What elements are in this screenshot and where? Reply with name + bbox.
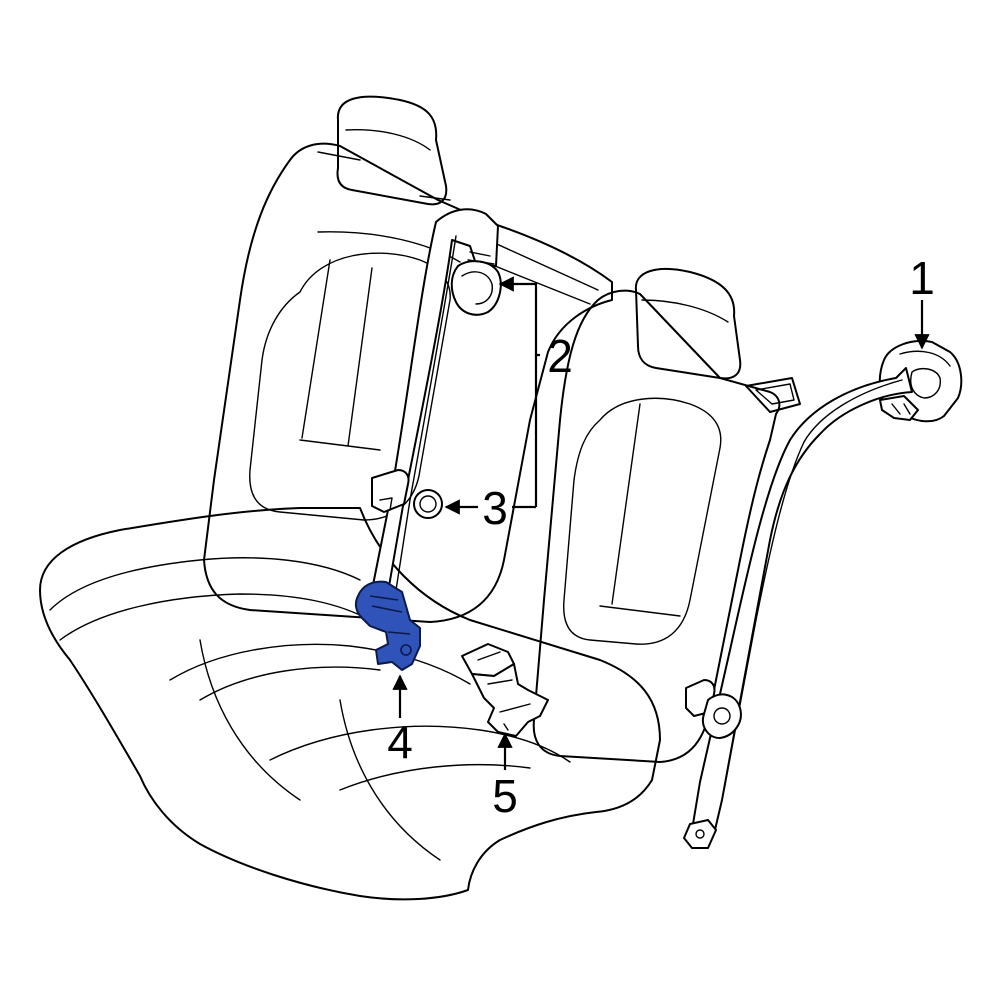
highlighted-lower-anchor-part-4 [354,580,421,671]
right-seat-belt-assembly [683,340,963,849]
callout-leaders [392,276,930,770]
seat-cushion-outline [39,507,661,901]
center-buckle-part-5 [461,643,549,737]
rear-seat-illustration [39,95,801,901]
belt-tongue [371,469,410,513]
left-headrest [336,95,448,206]
upper-belt-guide [450,260,502,316]
callout-1: 1 [909,252,935,304]
lower-anchor-bracket [683,819,717,849]
belt-button-cover [413,489,443,519]
right-headrest [634,267,742,380]
callout-5: 5 [492,770,518,822]
left-seat-belt-webbing [371,208,502,593]
callout-3: 3 [482,482,508,534]
callout-labels: 1 2 3 4 5 [387,252,935,822]
callout-4: 4 [387,716,413,768]
callout-2: 2 [547,330,573,382]
armrest-slot [745,377,801,413]
left-seatback-outline [203,142,613,623]
